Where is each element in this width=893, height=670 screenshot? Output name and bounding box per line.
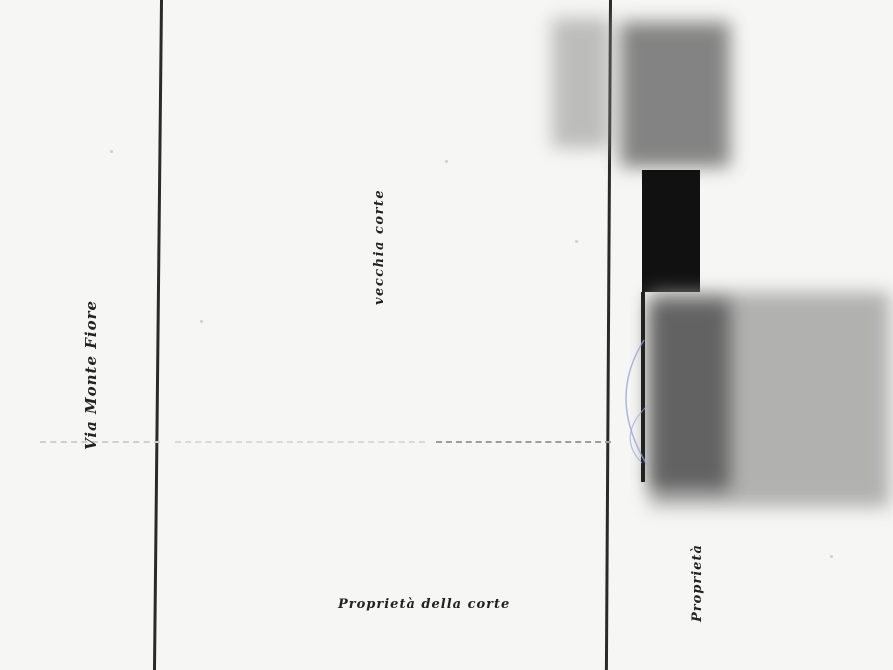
redacted-area <box>650 300 730 490</box>
dashed-reference-line <box>436 441 611 443</box>
building-outline-block <box>642 170 700 292</box>
pencil-arc-mark <box>625 339 649 466</box>
redacted-area <box>620 22 730 167</box>
building-wall-line <box>641 292 645 482</box>
left-boundary-line <box>152 0 163 670</box>
speck <box>200 320 203 323</box>
speck <box>575 240 578 243</box>
dashed-reference-line <box>40 441 160 443</box>
speck <box>110 150 113 153</box>
owner-label: Proprietà <box>690 544 705 622</box>
speck <box>445 160 448 163</box>
dashed-reference-line <box>175 441 425 443</box>
speck <box>830 555 833 558</box>
courtyard-owner-label: Proprietà della corte <box>338 597 511 612</box>
courtyard-label: vecchia corte <box>372 188 387 305</box>
street-label: Via Monte Fiore <box>82 299 100 450</box>
redacted-area <box>552 18 610 148</box>
